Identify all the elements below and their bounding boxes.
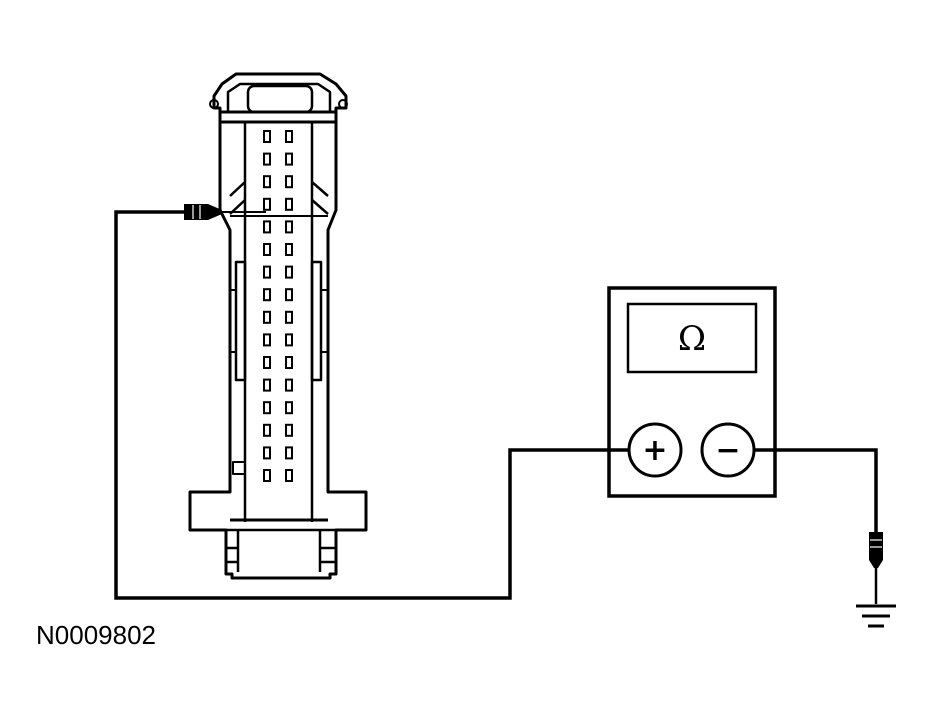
positive-terminal[interactable] — [627, 422, 683, 478]
connector-pins — [263, 130, 293, 482]
connector-pin — [263, 175, 271, 189]
test-lead-connector — [114, 210, 628, 600]
connector-pin — [285, 310, 293, 324]
connector-pin — [285, 423, 293, 437]
meter-display — [626, 302, 758, 374]
plus-symbol: + — [642, 433, 667, 468]
minus-symbol: − — [715, 433, 740, 468]
connector-pin — [285, 130, 293, 143]
test-probe-icon — [184, 204, 266, 220]
test-lead-ground — [754, 448, 878, 532]
ground-symbol-icon — [856, 604, 896, 628]
connector-pin — [263, 152, 271, 166]
connector-pin — [263, 130, 271, 143]
connector-pin — [285, 220, 293, 234]
connector-pin — [285, 401, 293, 415]
connector-pin — [285, 175, 293, 189]
connector-pin — [285, 333, 293, 347]
connector-pin — [285, 197, 293, 211]
connector-icon — [188, 72, 368, 580]
ohm-symbol: Ω — [678, 319, 706, 359]
connector-pin — [263, 469, 271, 482]
connector-pin — [285, 152, 293, 166]
connector-pin — [263, 401, 271, 415]
connector-pin — [263, 243, 271, 256]
connector-pin — [263, 333, 271, 347]
connector-pin — [263, 310, 271, 324]
connector-pin — [263, 265, 271, 279]
connector-pin — [285, 288, 293, 302]
connector-pin — [285, 243, 293, 256]
figure-id: N0009802 — [36, 620, 156, 650]
connector-pin — [285, 356, 293, 369]
connector-pin — [263, 356, 271, 369]
connector-pin — [285, 446, 293, 460]
connector-pin — [285, 378, 293, 392]
connector-pin — [263, 378, 271, 392]
connector-pin — [285, 265, 293, 279]
connector-pin — [263, 446, 271, 460]
connector-pin — [263, 288, 271, 302]
connector-pin — [285, 469, 293, 482]
connector-pin — [263, 423, 271, 437]
connector-pin — [263, 197, 271, 211]
ground-probe-icon — [869, 532, 883, 604]
connector-pin — [263, 220, 271, 234]
